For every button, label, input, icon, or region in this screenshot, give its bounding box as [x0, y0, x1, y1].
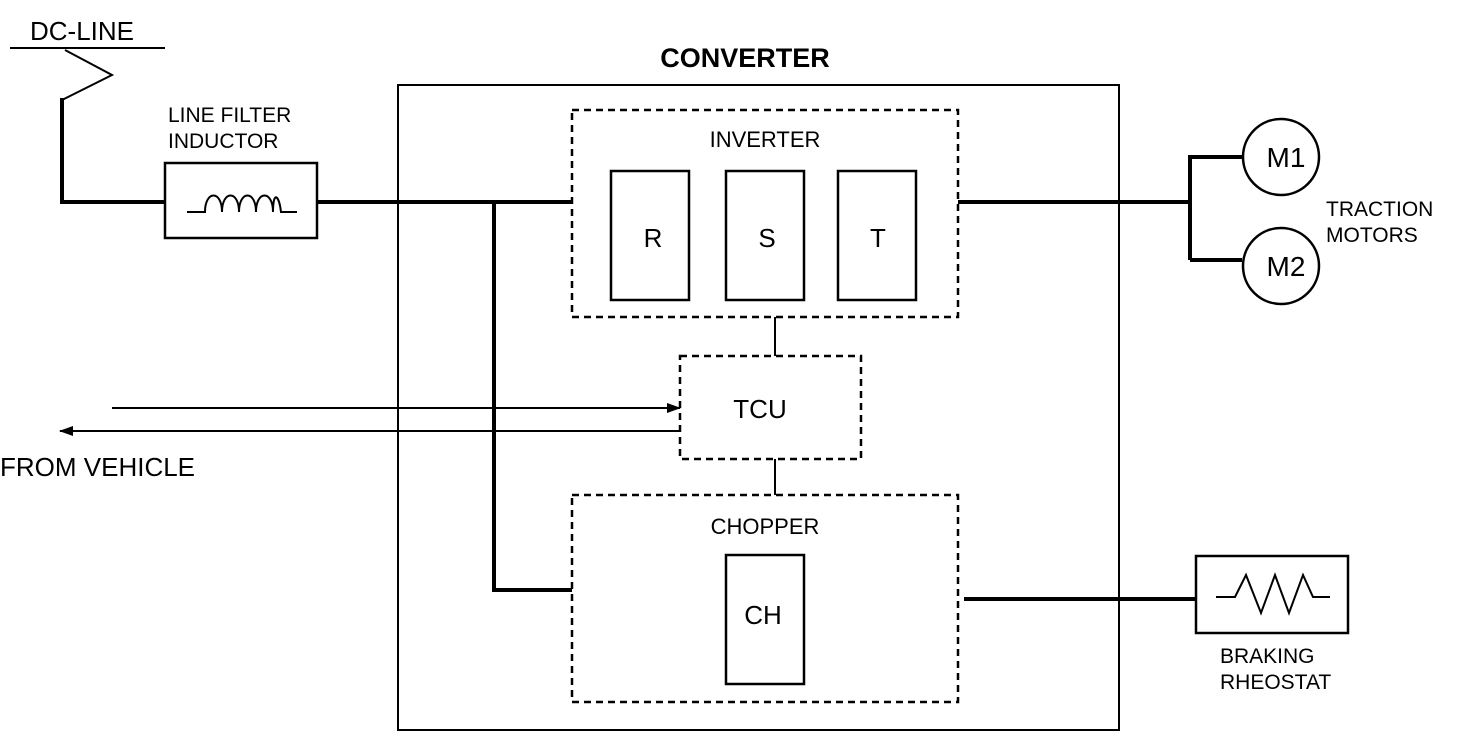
ch-label: CH — [744, 600, 782, 630]
tcu-label: TCU — [733, 394, 786, 424]
ch-module — [724, 553, 806, 686]
motor-m1-label: M1 — [1267, 142, 1306, 173]
phase-t-module — [836, 169, 918, 302]
braking-rheostat-label-line2: RHEOSTAT — [1220, 671, 1331, 694]
phase-t-label: T — [870, 223, 886, 253]
phase-s-label: S — [758, 223, 775, 253]
braking-rheostat-label-line1: BRAKING — [1220, 645, 1315, 668]
converter-title: CONVERTER — [660, 43, 830, 73]
traction-motors-label-line2: MOTORS — [1326, 224, 1418, 247]
pantograph-zigzag — [61, 49, 115, 101]
chopper-label: CHOPPER — [711, 514, 820, 539]
dc-feed-wire — [60, 98, 165, 204]
phase-r-label: R — [644, 223, 663, 253]
line-filter-label-line1: LINE FILTER — [168, 104, 291, 127]
inverter-box — [570, 108, 960, 319]
from-vehicle-label: FROM VEHICLE — [0, 452, 195, 482]
dc-bus-to-chopper-wire — [492, 202, 572, 592]
resistor-icon — [1216, 572, 1330, 616]
motor-m1-icon — [1241, 117, 1321, 197]
phase-s-module — [724, 169, 806, 302]
chopper-box — [570, 493, 960, 704]
line-filter-label-line2: INDUCTOR — [168, 130, 278, 153]
inverter-label: INVERTER — [710, 127, 821, 152]
braking-rheostat-box — [1194, 554, 1350, 635]
motor-m2-label: M2 — [1267, 251, 1306, 282]
phase-r-module — [609, 169, 691, 302]
motor-m2-icon — [1241, 226, 1321, 306]
dc-line-label: DC-LINE — [30, 16, 134, 46]
inductor-coil-icon — [187, 194, 297, 213]
traction-motors-label-line1: TRACTION — [1326, 198, 1433, 221]
